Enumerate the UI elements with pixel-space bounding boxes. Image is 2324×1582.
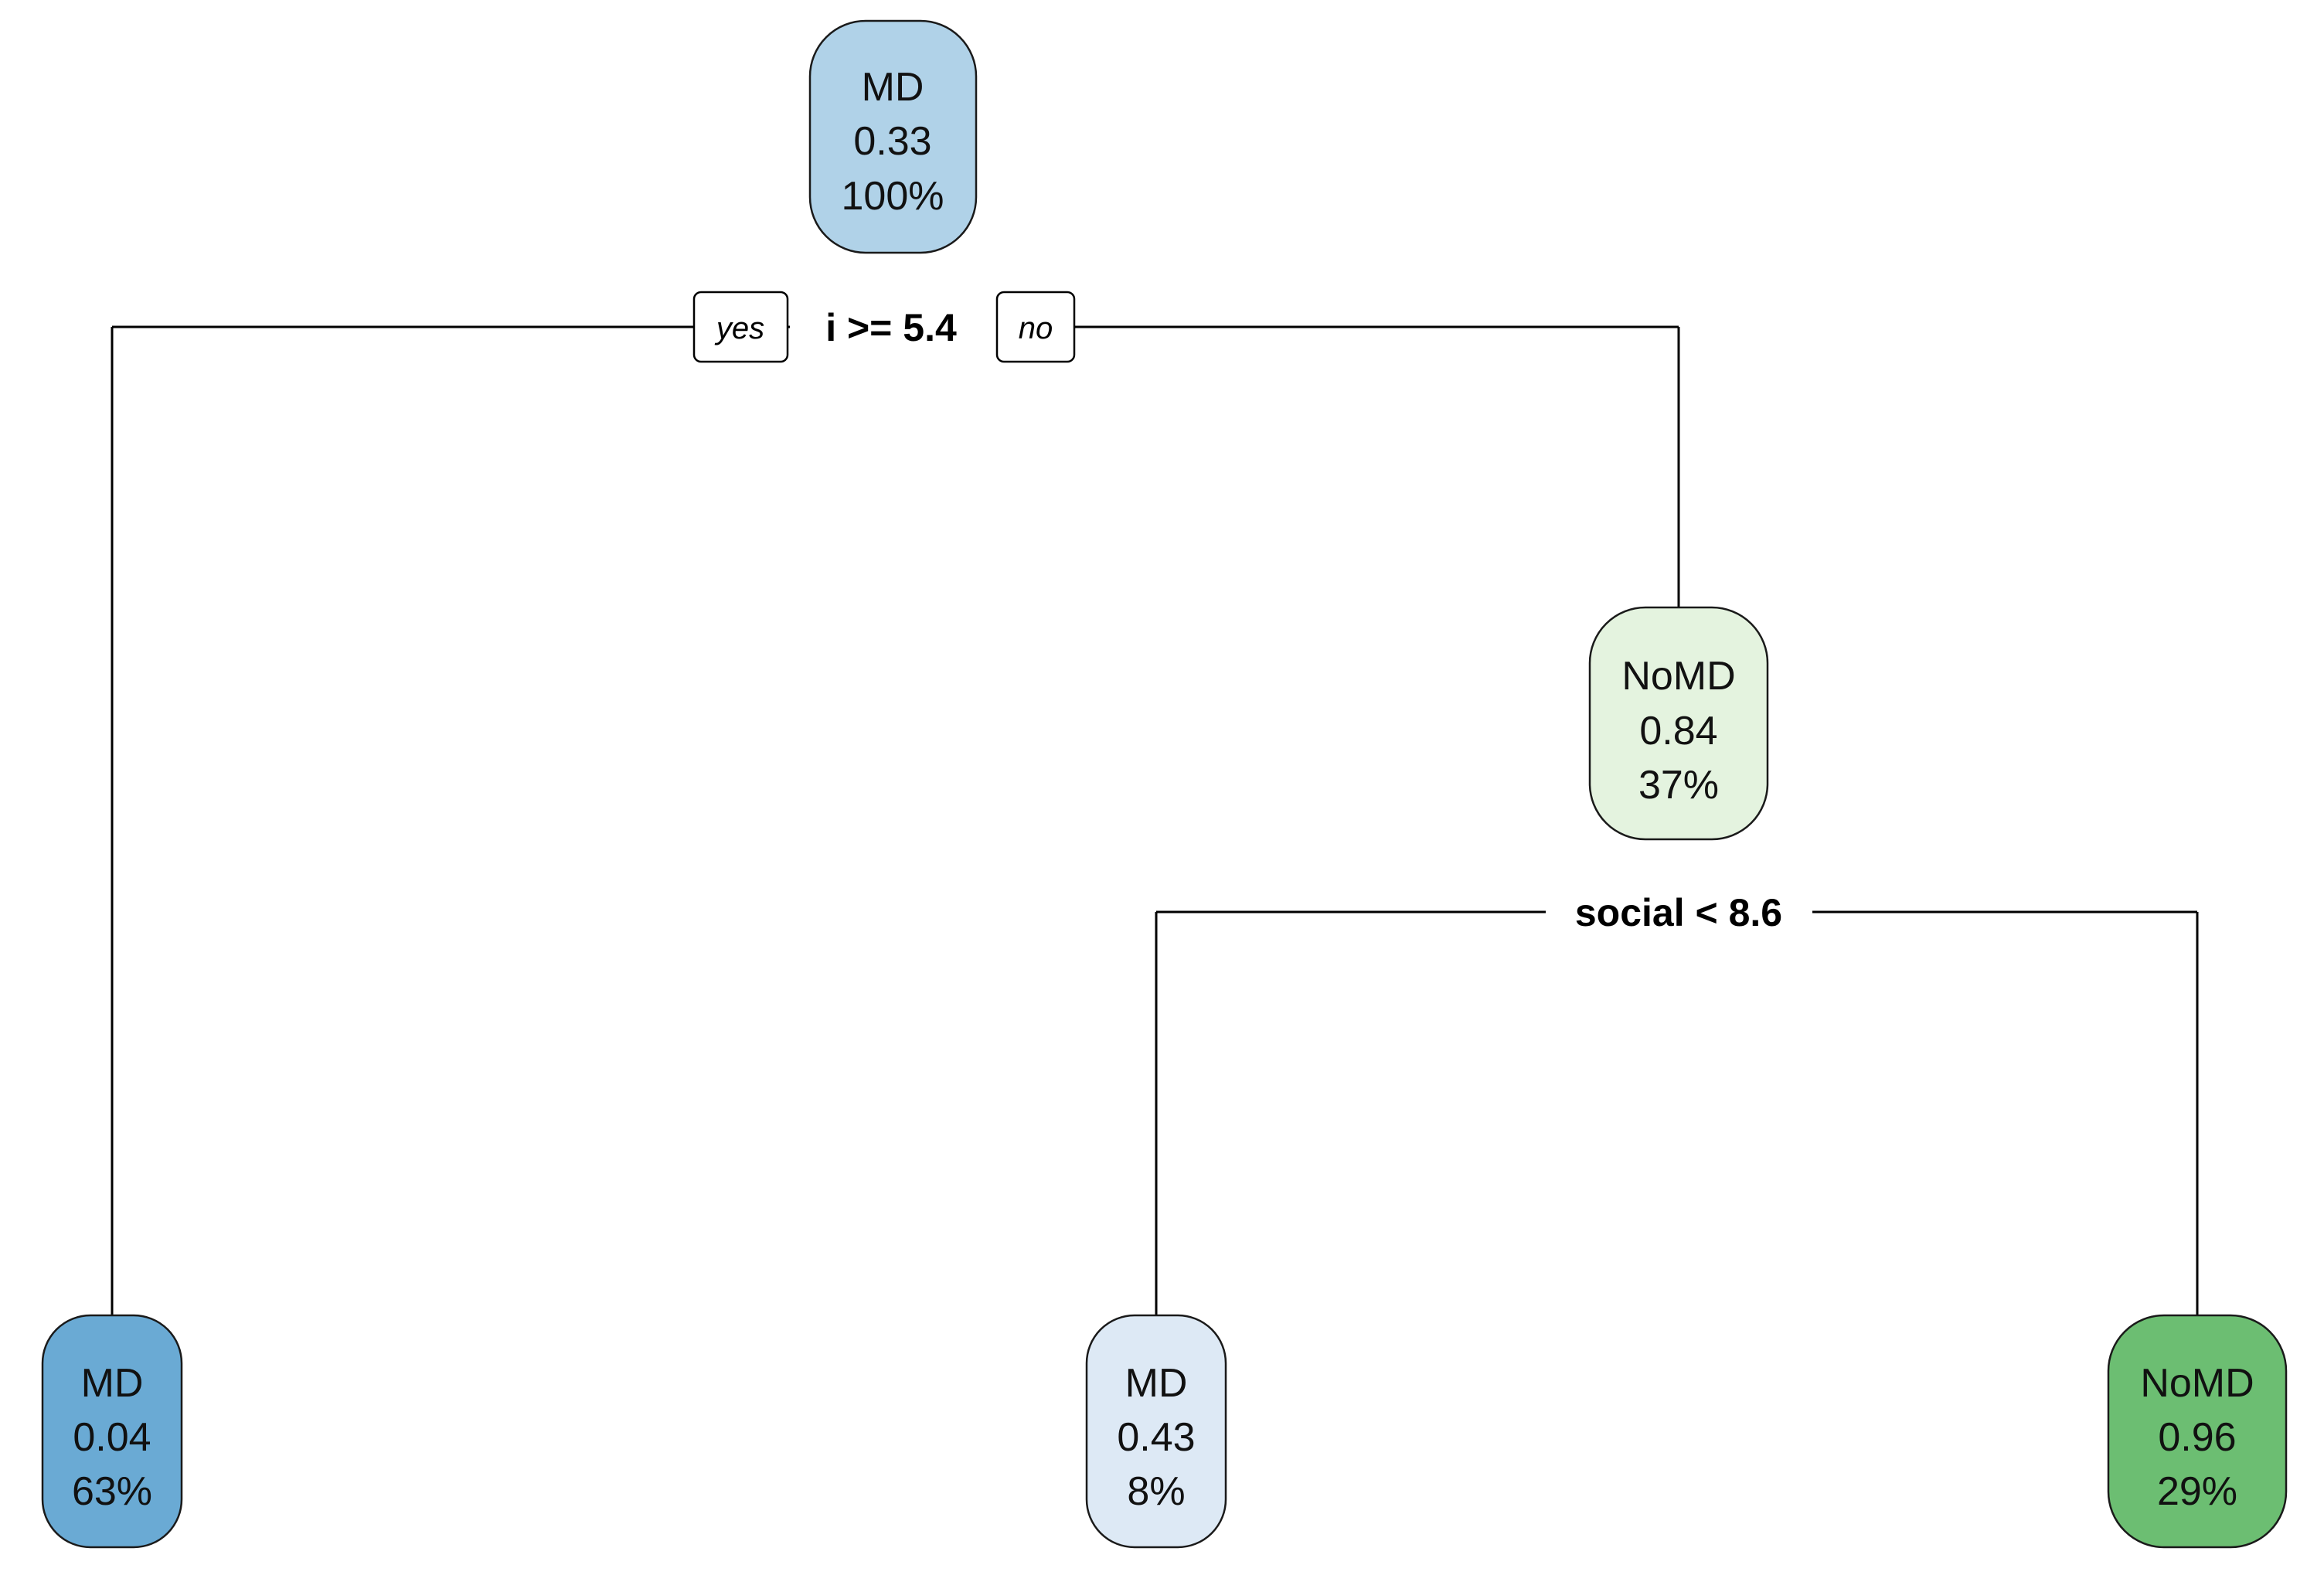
node-prob: 0.96: [2158, 1415, 2236, 1460]
tree-node-right: NoMD 0.84 37%: [1588, 606, 1769, 841]
tree-node-root: MD 0.33 100%: [808, 19, 978, 254]
node-prob: 0.04: [73, 1415, 151, 1460]
node-class: MD: [81, 1361, 144, 1406]
no-tag: [995, 291, 1076, 363]
node-prob: 0.33: [853, 119, 931, 164]
yes-tag: [692, 291, 789, 363]
yes-tag-label: yes: [714, 311, 764, 345]
tree-edges: [111, 325, 2199, 1315]
tree-leaf-3: NoMD 0.96 29%: [2107, 1314, 2288, 1549]
node-class: NoMD: [1621, 654, 1735, 699]
node-percent: 37%: [1638, 763, 1719, 808]
node-class: MD: [862, 65, 924, 110]
node-box: [808, 19, 978, 254]
tree-leaf-1: MD 0.04 63%: [41, 1314, 183, 1549]
node-prob: 0.84: [1639, 709, 1717, 754]
node-class: MD: [1125, 1361, 1188, 1406]
right-split: social < 8.6: [1546, 887, 1812, 937]
node-box: [2107, 1314, 2288, 1549]
node-percent: 8%: [1127, 1469, 1185, 1514]
right-split-label: social < 8.6: [1575, 891, 1782, 934]
root-split-label: i >= 5.4: [825, 306, 957, 349]
node-box: [1588, 606, 1769, 841]
node-class: NoMD: [2140, 1361, 2254, 1406]
node-box: [41, 1314, 183, 1549]
node-box: [1085, 1314, 1227, 1549]
node-prob: 0.43: [1117, 1415, 1195, 1460]
root-split: i >= 5.4 yes no: [692, 291, 1076, 363]
node-percent: 29%: [2157, 1469, 2237, 1514]
no-tag-label: no: [1019, 311, 1053, 345]
node-percent: 63%: [72, 1469, 152, 1514]
node-percent: 100%: [842, 174, 944, 219]
tree-leaf-2: MD 0.43 8%: [1085, 1314, 1227, 1549]
